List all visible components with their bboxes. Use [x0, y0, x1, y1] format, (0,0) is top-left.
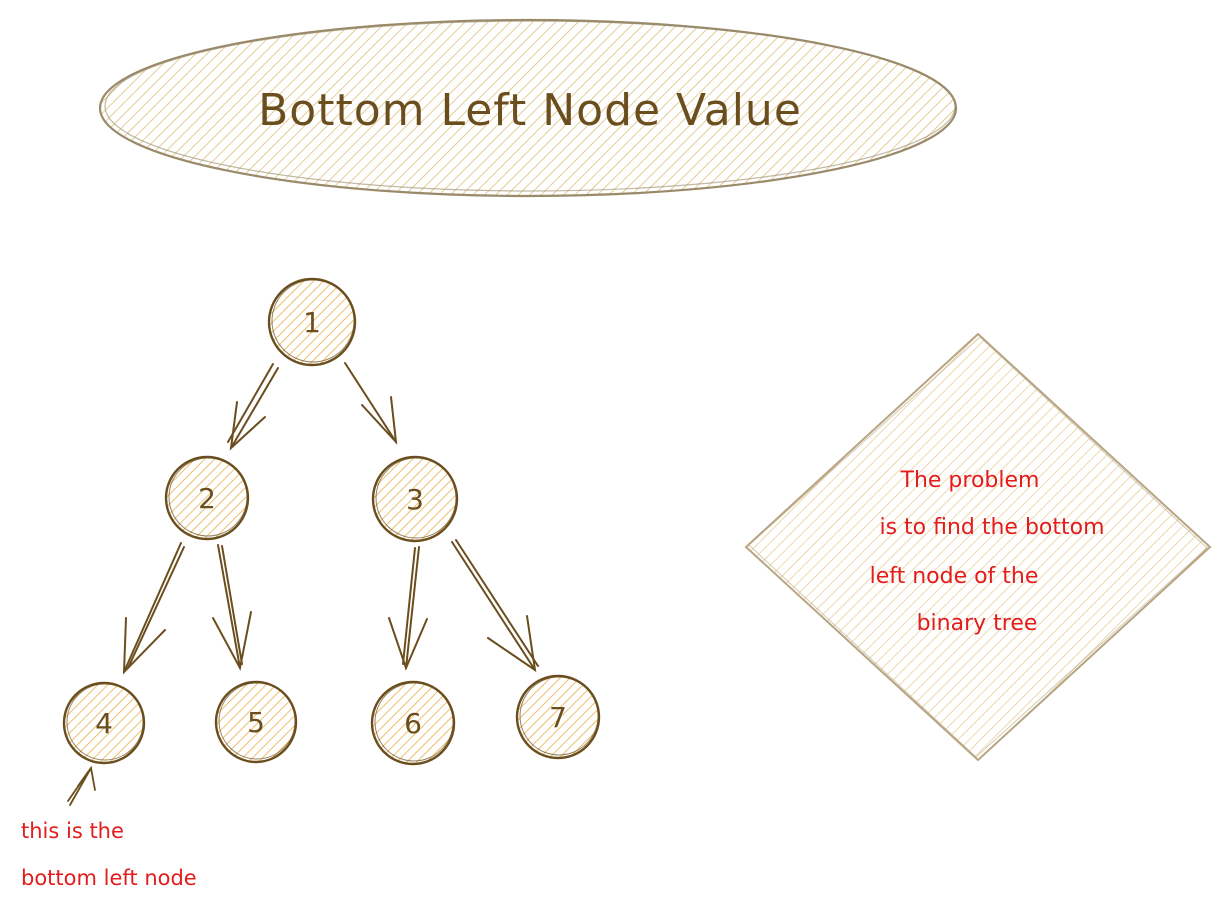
tree-edges	[122, 362, 539, 675]
node-label: 4	[95, 707, 113, 740]
edge-3-7	[451, 539, 539, 673]
node-label: 5	[247, 706, 265, 739]
node-label: 7	[549, 701, 567, 734]
edge-1-2	[227, 363, 279, 451]
tree-node-2: 2	[164, 455, 250, 541]
note-line-3: left node of the	[870, 564, 1039, 589]
tree-node-6: 6	[370, 680, 456, 766]
edge-1-3	[344, 362, 398, 445]
tree-node-1: 1	[267, 277, 357, 367]
node-label: 3	[406, 483, 424, 516]
edge-2-5	[212, 544, 252, 671]
edge-3-6	[388, 546, 428, 671]
note-line-2: is to find the bottom	[879, 515, 1104, 540]
callout-line-2: bottom left node	[21, 866, 197, 890]
tree-node-3: 3	[371, 455, 459, 543]
callout-text: this is the bottom left node	[21, 819, 197, 890]
tree-node-7: 7	[515, 674, 601, 760]
node-label: 1	[303, 306, 321, 339]
tree-node-4: 4	[62, 681, 146, 765]
note-line-4: binary tree	[917, 611, 1038, 636]
title-shape: Bottom Left Node Value	[98, 18, 958, 198]
diagram-title: Bottom Left Node Value	[258, 85, 802, 136]
node-label: 6	[404, 707, 422, 740]
note-line-1: The problem	[900, 468, 1040, 493]
tree-node-5: 5	[214, 680, 298, 764]
callout-arrow	[67, 765, 96, 806]
node-label: 2	[198, 482, 216, 515]
note-diamond: The problem is to find the bottom left n…	[744, 332, 1212, 762]
callout-line-1: this is the	[21, 819, 124, 843]
edge-2-4	[122, 542, 185, 675]
